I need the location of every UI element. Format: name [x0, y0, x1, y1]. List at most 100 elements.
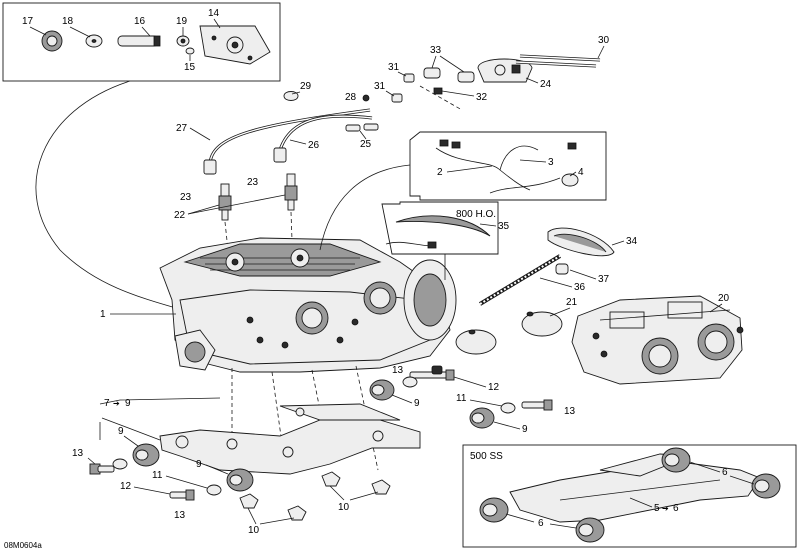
grommet-part-37: [555, 263, 569, 275]
callout-6-top: 6: [722, 467, 728, 478]
sensor-connector: [427, 241, 437, 249]
svg-text:➔: ➔: [113, 399, 120, 408]
mount-part-6-a: [479, 497, 509, 523]
callout-4: 4: [578, 167, 584, 178]
mount-part-6-d: [751, 473, 781, 499]
nut-part-15: [185, 47, 195, 55]
callout-9-left: 9: [118, 426, 124, 437]
intake-port-right: [363, 281, 397, 315]
inset-box-800ho: 800 H.O. 35: [381, 201, 510, 255]
washer-part-11-upper: [402, 376, 418, 388]
mount-part-9-middle: [469, 407, 495, 429]
callout-18: 18: [62, 16, 74, 27]
tube-part-30: [515, 54, 601, 68]
callout-33: 33: [430, 45, 442, 56]
figure-code: 08M0604a: [4, 541, 42, 550]
clamp-part-31-bottom: [391, 93, 403, 103]
callout-20: 20: [718, 293, 730, 304]
washer-part-18: [85, 34, 103, 48]
callout-26: 26: [308, 140, 320, 151]
callout-7-to-9: 9: [125, 398, 131, 409]
spark-plug-left: [218, 183, 232, 221]
callout-6-bottom: 6: [538, 518, 544, 529]
inset-box-500ss: 500 SS 6 6 5 ➔ 6: [462, 444, 797, 548]
callout-13-right: 13: [564, 406, 576, 417]
callout-12-upper: 12: [488, 382, 500, 393]
intake-port-left: [295, 301, 329, 335]
variant-label-800ho: 800 H.O.: [456, 209, 496, 220]
carburetors-part-20: [571, 295, 744, 385]
callout-31-bottom: 31: [374, 81, 386, 92]
callout-7: 7: [104, 398, 110, 409]
mount-part-9-lower: [226, 468, 254, 492]
callout-11-lower: 11: [152, 470, 163, 481]
bolt-part-12-lower: [169, 489, 195, 501]
washer-part-11-middle: [500, 402, 516, 414]
callout-32: 32: [476, 92, 488, 103]
svg-text:➔: ➔: [662, 504, 669, 513]
callout-9-middle: 9: [522, 424, 528, 435]
sleeve-part-16: [117, 35, 161, 47]
callout-35: 35: [498, 221, 510, 232]
oil-pump-part-24: [477, 58, 533, 83]
callout-29: 29: [300, 81, 312, 92]
callout-37: 37: [598, 274, 610, 285]
spark-plugs-group: 23 23 22: [174, 173, 298, 251]
engine-bracket-part-7: [159, 403, 421, 475]
callout-5-to-6: 6: [673, 503, 679, 514]
oil-lines-group: 29 28 27 26 25 31 31 33 32 24 30: [176, 35, 610, 175]
callout-22: 22: [174, 210, 186, 221]
callout-24: 24: [540, 79, 552, 90]
air-silencer-part-34: [547, 227, 615, 257]
oil-line-fitting-27: [203, 159, 217, 175]
callout-10-left: 10: [248, 525, 260, 536]
clamp-part-21: [455, 311, 563, 355]
callout-34: 34: [626, 236, 638, 247]
bolt-part-13-left: [89, 463, 115, 475]
sensor-wire: [385, 241, 431, 247]
callout-16: 16: [134, 16, 146, 27]
callout-36: 36: [574, 282, 586, 293]
callout-9-lower: 9: [196, 459, 202, 470]
callout-27: 27: [176, 123, 188, 134]
filter-part-32: [433, 87, 443, 95]
callout-23-right: 23: [247, 177, 259, 188]
connector-part-25: [345, 123, 379, 132]
callout-23-left: 23: [180, 192, 192, 203]
callout-5: 5: [654, 503, 660, 514]
bolt-part-13-right: [521, 399, 553, 411]
leader-7: [99, 397, 221, 405]
fitting-part-28: [362, 94, 370, 102]
variant-label-500ss: 500 SS: [470, 451, 503, 462]
callout-11-upper: 11: [456, 393, 467, 404]
hose-part-33a: [423, 67, 441, 79]
leader-harness: [319, 164, 411, 251]
bolt-part-12-upper: [409, 365, 455, 381]
callout-28: 28: [345, 92, 357, 103]
oil-line-fitting-26: [273, 147, 287, 163]
mount-part-6-c: [661, 447, 691, 473]
mount-part-9-left: [132, 443, 160, 467]
spark-plug-right: [284, 173, 298, 211]
callout-25: 25: [360, 139, 372, 150]
engine-block-part-1: [159, 237, 457, 373]
callout-13-left: 13: [72, 448, 84, 459]
nut-part-19: [176, 35, 190, 47]
washer-part-17: [41, 30, 63, 52]
strap-part-36: [478, 254, 562, 306]
washer-part-11-lower: [206, 484, 222, 496]
washer-part-11-left: [112, 458, 128, 470]
callout-10-right: 10: [338, 502, 350, 513]
callout-1: 1: [100, 309, 106, 320]
callout-19: 19: [176, 16, 188, 27]
inset-box-harness: 2 3 4: [409, 131, 607, 201]
callout-13-upper: 13: [392, 365, 404, 376]
mount-part-9-upper: [369, 379, 395, 401]
callout-30: 30: [598, 35, 610, 46]
callout-31-top: 31: [388, 62, 400, 73]
callout-9-upper: 9: [414, 398, 420, 409]
callout-17: 17: [22, 16, 34, 27]
clamp-part-31-top: [403, 73, 415, 83]
mount-part-6-b: [575, 517, 605, 543]
callout-12-lower: 12: [120, 481, 132, 492]
